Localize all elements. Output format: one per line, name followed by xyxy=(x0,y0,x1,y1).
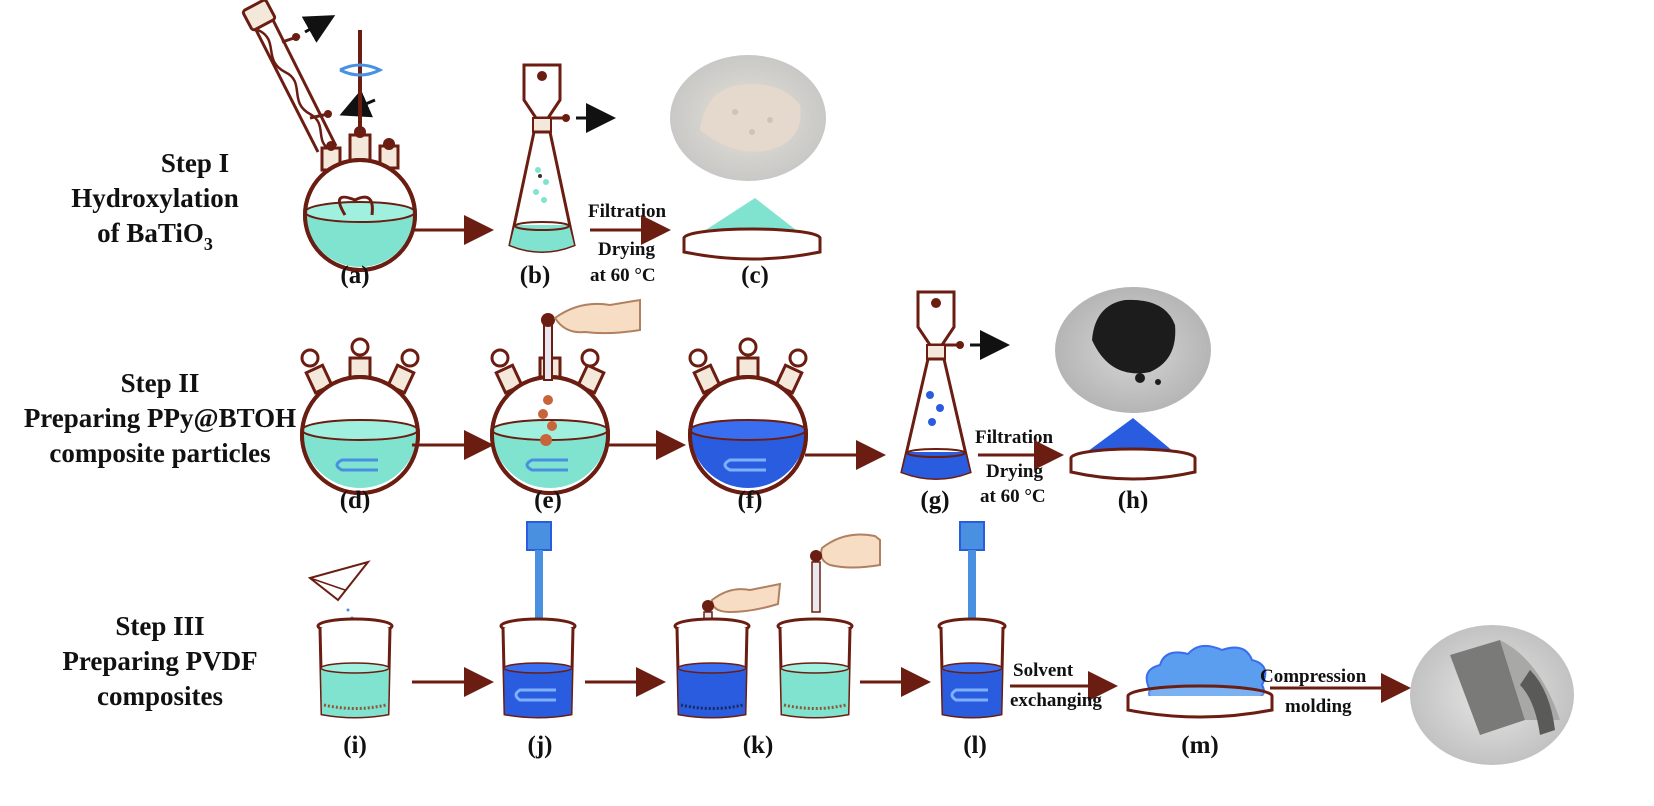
flask-f-icon xyxy=(688,337,808,495)
compression-label-a: Compression xyxy=(1260,666,1367,687)
label-h: (h) xyxy=(1118,487,1149,514)
drying-label-2a: Drying xyxy=(986,461,1044,482)
filter-flask-g-icon xyxy=(900,290,972,480)
step-1-line-1: Step I xyxy=(161,148,229,178)
label-c: (c) xyxy=(741,262,769,289)
dish-m-icon xyxy=(1126,644,1274,719)
beaker-j-icon xyxy=(499,521,577,719)
petri-dish-c-icon xyxy=(682,198,822,261)
step-3-line-2: Preparing PVDF xyxy=(62,646,257,676)
label-m: (m) xyxy=(1181,732,1218,759)
drying-label-1b: at 60 °C xyxy=(590,265,656,286)
white-powder-photo xyxy=(670,55,826,181)
step-2-line-2: Preparing PPy@BTOH xyxy=(24,403,296,433)
beaker-l-icon xyxy=(937,521,1007,719)
drying-label-1a: Drying xyxy=(598,239,656,260)
label-d: (d) xyxy=(340,487,371,514)
step-3-line-1: Step III xyxy=(115,611,204,641)
film-photo xyxy=(1410,625,1574,765)
compression-label-b: molding xyxy=(1285,696,1352,717)
label-a: (a) xyxy=(340,262,369,289)
label-b: (b) xyxy=(520,262,551,289)
label-k: (k) xyxy=(743,732,774,759)
label-f: (f) xyxy=(738,487,763,514)
label-g: (g) xyxy=(920,487,949,514)
beaker-k1-icon xyxy=(673,582,782,719)
beaker-k2-icon xyxy=(776,533,881,719)
step-3-line-3: composites xyxy=(97,681,223,711)
flask-d-icon xyxy=(300,337,420,495)
step-1-line-3: of BaTiO3 xyxy=(97,218,213,254)
black-powder-photo xyxy=(1055,287,1211,413)
flask-a-icon xyxy=(241,0,417,272)
step-2-line-3: composite particles xyxy=(49,438,270,468)
solvent-label-a: Solvent xyxy=(1013,660,1074,681)
filter-flask-b-icon xyxy=(508,63,576,253)
flask-e-icon xyxy=(490,298,641,495)
step-2-line-1: Step II xyxy=(121,368,200,398)
solvent-label-b: exchanging xyxy=(1010,690,1102,711)
step-1-line-3-main: of BaTiO xyxy=(97,218,204,248)
petri-dish-h-icon xyxy=(1069,418,1197,481)
step-2-title: Step II Preparing PPy@BTOH composite par… xyxy=(24,368,296,468)
filtration-label-1: Filtration xyxy=(588,201,667,222)
label-e: (e) xyxy=(534,487,562,514)
step-1-title: Step I Hydroxylation of BaTiO3 xyxy=(71,148,239,254)
step-3-title: Step III Preparing PVDF composites xyxy=(62,611,257,711)
label-j: (j) xyxy=(528,732,553,759)
beaker-i-icon xyxy=(307,560,394,719)
label-l: (l) xyxy=(963,732,987,759)
drying-label-2b: at 60 °C xyxy=(980,486,1046,507)
step-1-line-2: Hydroxylation xyxy=(71,183,239,213)
step-1-subscript: 3 xyxy=(204,234,213,254)
filtration-label-2: Filtration xyxy=(975,427,1054,448)
label-i: (i) xyxy=(343,732,367,759)
